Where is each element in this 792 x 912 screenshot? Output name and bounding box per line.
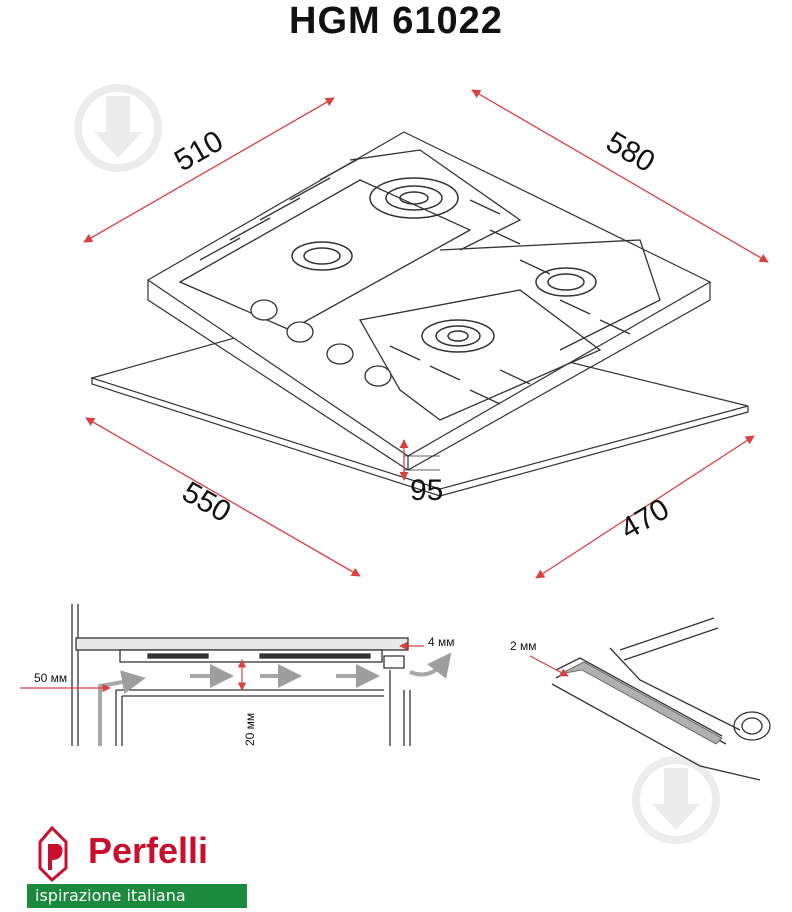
dim-95-label: 95 xyxy=(410,474,443,507)
burner-right xyxy=(535,267,597,297)
brand-logo-icon xyxy=(38,825,68,883)
watermark-icon xyxy=(632,756,720,844)
dim-470-label: 470 xyxy=(615,492,675,546)
seal-strip xyxy=(559,661,723,745)
gap-side-label: 50 мм xyxy=(34,671,67,685)
dim-550-label: 550 xyxy=(177,475,237,529)
dim-510-label: 510 xyxy=(169,124,229,178)
gap-below-label: 20 мм xyxy=(243,713,257,746)
install-dimension-lines xyxy=(20,641,424,693)
dimension-lines xyxy=(83,89,769,579)
hob-outline xyxy=(146,131,712,471)
seal-label: 2 мм xyxy=(510,639,537,653)
seal-dimension-line xyxy=(529,655,569,677)
installation-section xyxy=(71,604,411,746)
airflow-arrows xyxy=(98,652,452,746)
burner-front xyxy=(421,319,495,353)
product-title: HGM 61022 xyxy=(289,0,503,42)
dim-580-label: 580 xyxy=(601,125,661,179)
control-knobs xyxy=(250,299,392,387)
watermark-icon xyxy=(74,84,162,172)
gap-front-label: 4 мм xyxy=(428,635,455,649)
burner-rear xyxy=(369,177,459,219)
brand-tagline: ispirazione italiana xyxy=(27,884,247,908)
extension-lines xyxy=(404,455,440,471)
brand-name: Perfelli xyxy=(88,830,209,871)
seal-detail xyxy=(551,617,771,781)
